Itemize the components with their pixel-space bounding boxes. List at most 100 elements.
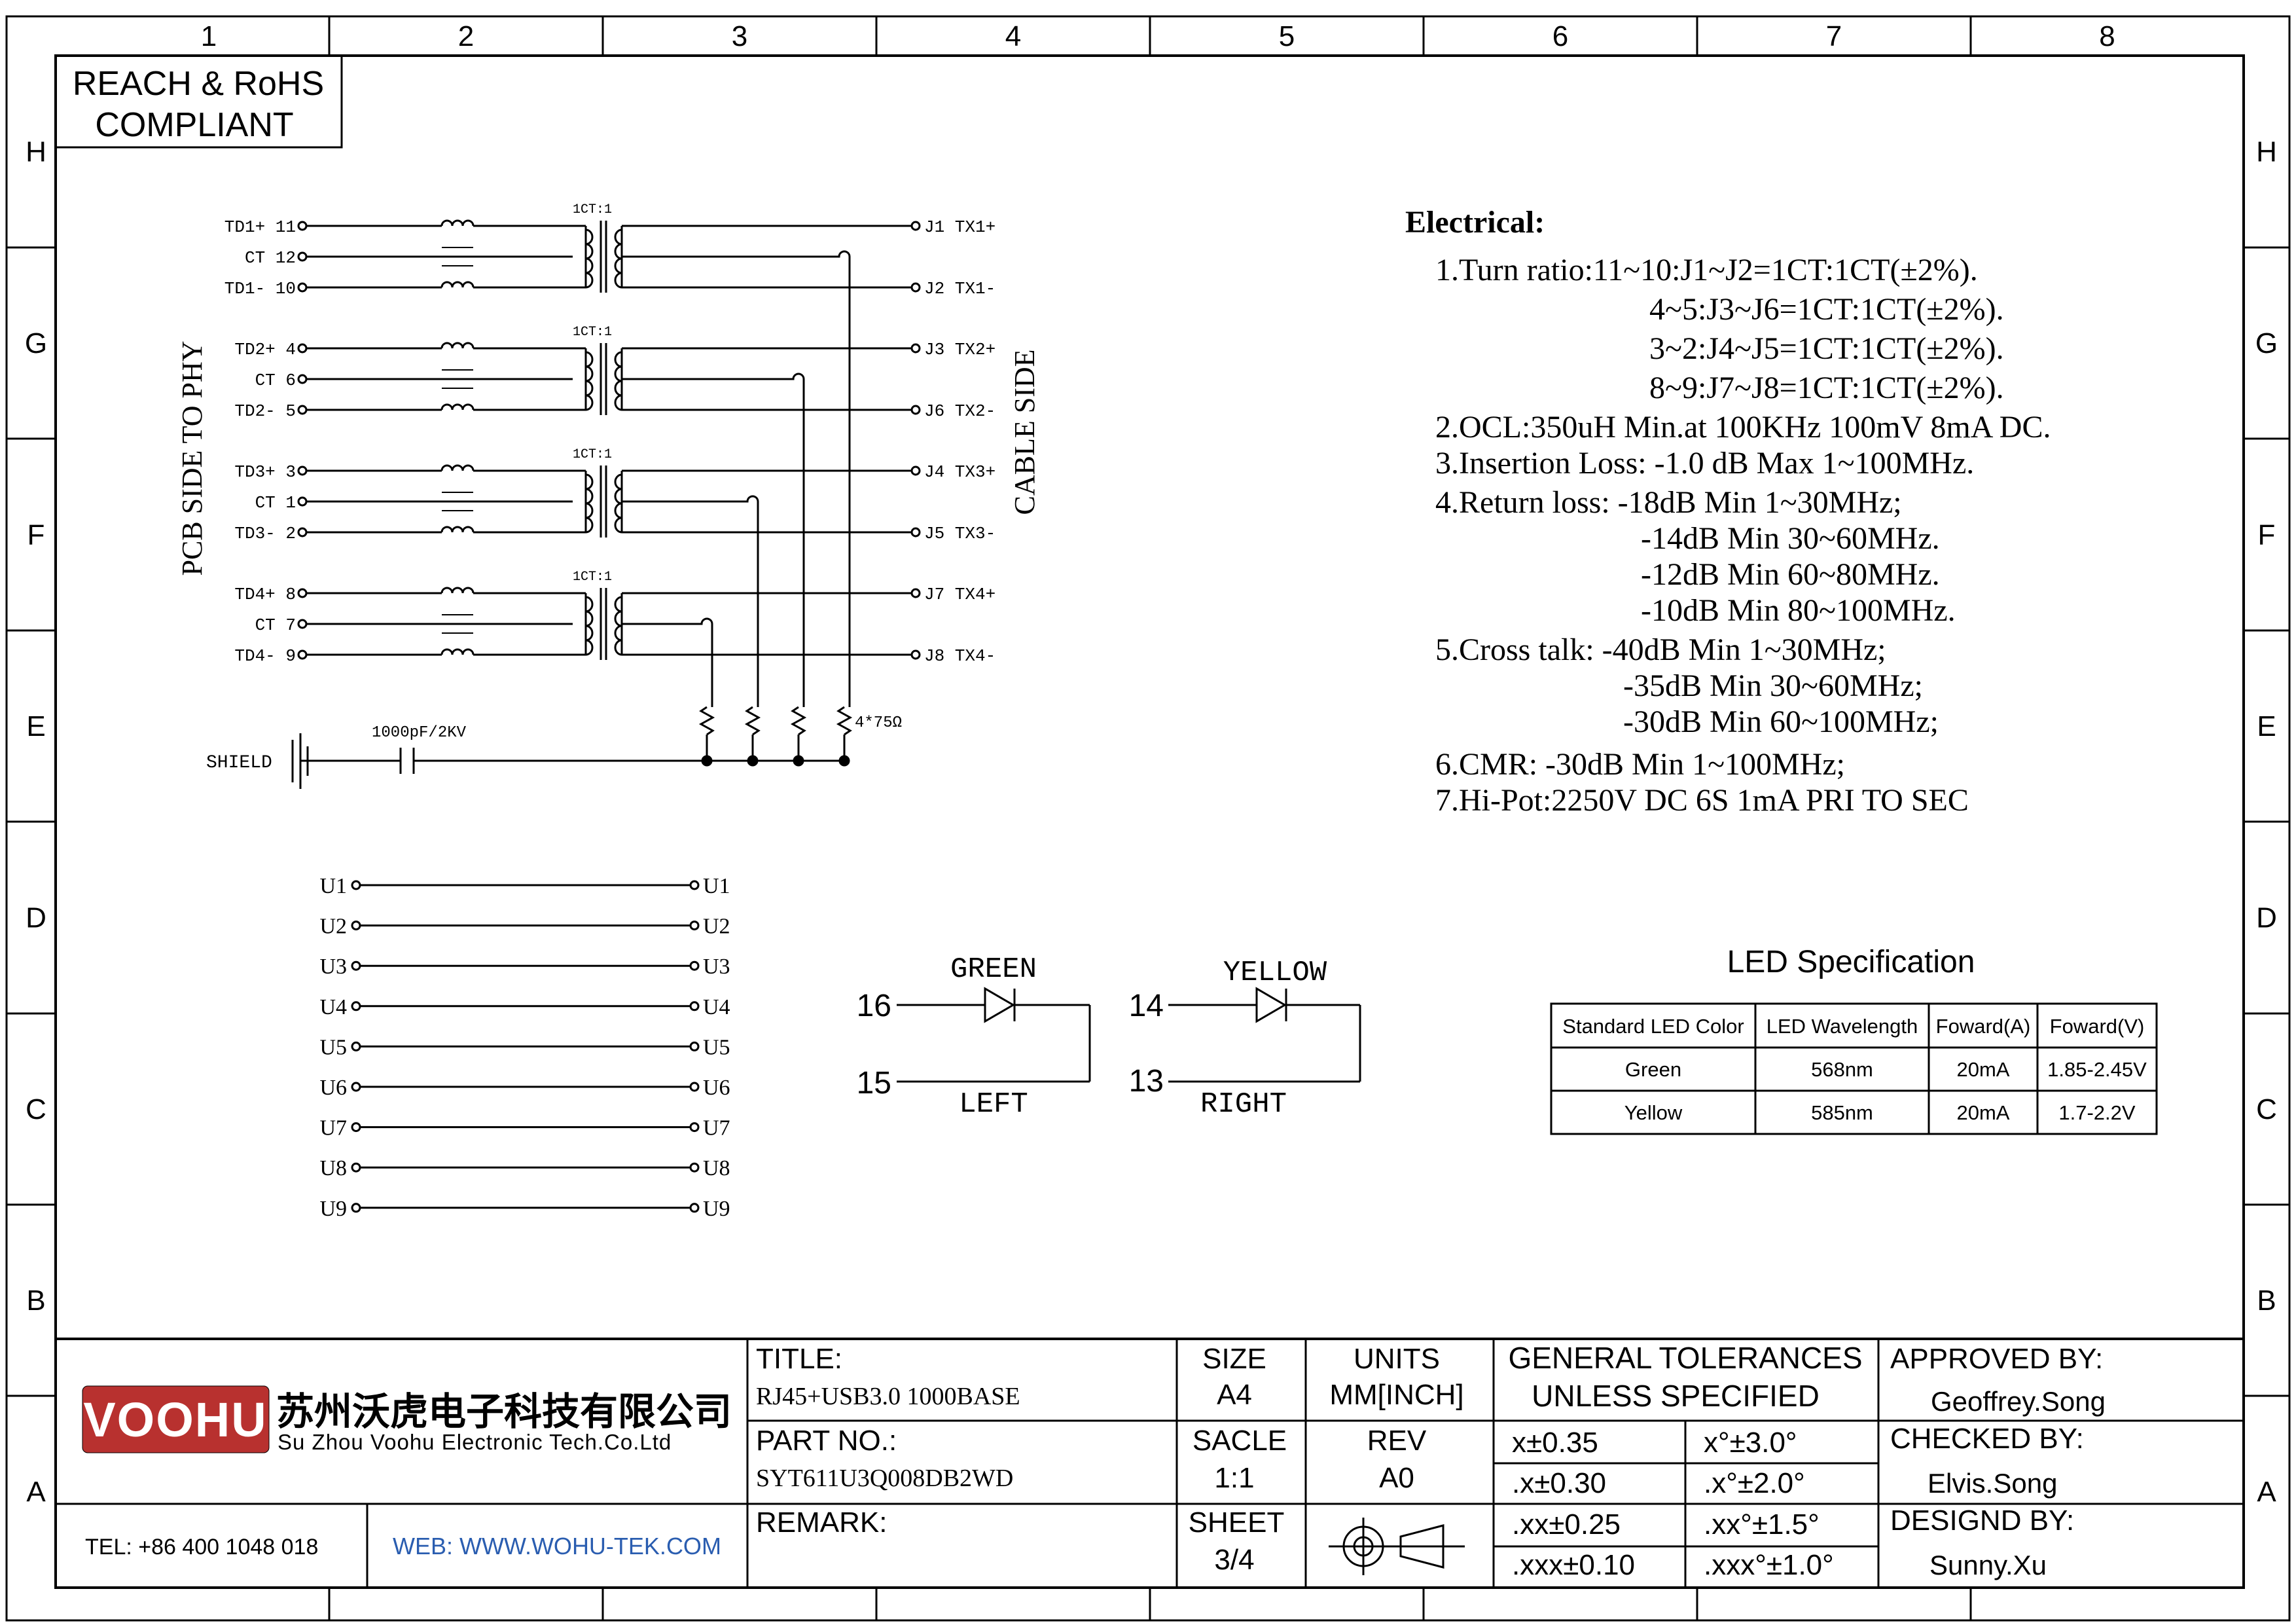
tolerance-linear: .x±0.30 — [1512, 1467, 1606, 1499]
scale-value: 1:1 — [1214, 1462, 1254, 1494]
electrical-spec-line: 8~9:J7~J8=1CT:1CT(±2%). — [1649, 371, 2004, 405]
pin-terminal — [297, 343, 308, 354]
led-table-header: LED Wavelength — [1767, 1015, 1918, 1038]
compliance-box: REACH & RoHS COMPLIANT — [54, 54, 343, 149]
zone-col-top: 1 — [201, 20, 217, 52]
tolerance-linear: x±0.35 — [1512, 1427, 1598, 1459]
tolerance-heading-2: UNLESS SPECIFIED — [1532, 1379, 1820, 1413]
capacitor-label: 1000pF/2KV — [372, 724, 467, 742]
led-spec-table: Standard LED Color LED Wavelength Foward(A… — [1550, 1002, 2158, 1135]
electrical-spec-line: 4.Return loss: -18dB Min 1~30MHz; — [1435, 485, 1902, 520]
rev-value: A0 — [1379, 1462, 1414, 1494]
led-left-pin-a: 16 — [857, 989, 891, 1023]
led-table-cell: 1.85-2.45V — [2047, 1058, 2147, 1081]
electrical-spec-line: 5.Cross talk: -40dB Min 1~30MHz; — [1435, 632, 1886, 667]
zone-row-left: D — [26, 902, 46, 934]
part-label: PART NO.: — [756, 1425, 897, 1457]
units-value: MM[INCH] — [1329, 1379, 1463, 1411]
pin-terminal — [297, 527, 308, 538]
pin-terminal — [910, 527, 921, 538]
pin-terminal — [910, 221, 921, 231]
designed-label: DESIGND BY: — [1890, 1504, 2074, 1537]
zone-col-top: 5 — [1279, 20, 1295, 52]
designed-value: Sunny.Xu — [1929, 1550, 2047, 1580]
approved-label: APPROVED BY: — [1890, 1343, 2103, 1375]
electrical-spec-line: -14dB Min 30~60MHz. — [1641, 521, 1940, 556]
zone-row-left: E — [26, 710, 45, 742]
size-value: A4 — [1217, 1379, 1252, 1411]
cable-pin-label: J2 TX1- — [924, 279, 996, 299]
approved-value: Geoffrey.Song — [1931, 1386, 2106, 1417]
electrical-spec-list: 1.Turn ratio:11~10:J1~J2=1CT:1CT(±2%).4~… — [1435, 253, 2051, 818]
usb-pin-left: U1 — [319, 874, 347, 898]
led-left-position: LEFT — [959, 1088, 1028, 1121]
led-table-cell: 1.7-2.2V — [2058, 1101, 2136, 1124]
zone-col-top: 6 — [1552, 20, 1568, 52]
usb-pin-right: U9 — [703, 1197, 730, 1221]
compliance-line2: COMPLIANT — [95, 106, 293, 144]
turns-ratio-label: 1CT:1 — [573, 447, 612, 462]
usb-pin-left: U6 — [319, 1076, 347, 1100]
cable-side-label: CABLE SIDE — [1009, 350, 1041, 515]
electrical-spec-line: -10dB Min 80~100MHz. — [1641, 593, 1956, 628]
pin-label: TD2- 5 — [234, 401, 296, 421]
sheet-value: 3/4 — [1214, 1544, 1254, 1576]
led-table-cell: 20mA — [1957, 1101, 2010, 1124]
led-table-header: Standard LED Color — [1562, 1015, 1744, 1038]
zone-row-right: E — [2257, 710, 2276, 742]
pin-terminal — [910, 588, 921, 598]
zone-row-right: A — [2257, 1476, 2276, 1508]
sheet-label: SHEET — [1189, 1506, 1285, 1539]
zone-col-top: 4 — [1005, 20, 1021, 52]
zone-row-left: F — [27, 519, 45, 551]
resistor-label: 4*75Ω — [855, 714, 902, 732]
led-table-header: Foward(V) — [2050, 1015, 2145, 1038]
pin-terminal — [297, 405, 308, 415]
pin-terminal — [297, 282, 308, 293]
usb-pin-right: U5 — [703, 1035, 730, 1059]
title-block — [56, 1338, 2244, 1588]
zone-col-top: 7 — [1826, 20, 1842, 52]
led-left-color: GREEN — [950, 953, 1037, 986]
usb-pin-right: U4 — [703, 995, 730, 1019]
led-right-pin-a: 14 — [1129, 989, 1164, 1023]
pcb-side-label: PCB SIDE TO PHY — [176, 340, 208, 575]
led-right-pin-b: 13 — [1129, 1064, 1164, 1099]
shield-circuit — [291, 733, 844, 789]
pin-terminal — [910, 465, 921, 476]
usb-pin-left: U2 — [319, 915, 347, 939]
led-left-pin-b: 15 — [857, 1066, 891, 1101]
pin-label: TD1+ 11 — [224, 217, 296, 237]
tolerance-angular: x°±3.0° — [1704, 1427, 1797, 1459]
led-right-color: YELLOW — [1223, 957, 1327, 989]
led-table-cell: Yellow — [1624, 1101, 1683, 1124]
usb-pin-left: U3 — [319, 955, 347, 979]
pin-label: TD4+ 8 — [234, 585, 296, 604]
tel-text: TEL: +86 400 1048 018 — [85, 1535, 318, 1559]
pin-label: TD3- 2 — [234, 524, 296, 543]
cable-pin-label: J7 TX4+ — [924, 585, 996, 604]
company-cn: 苏州沃虎电子科技有限公司 — [276, 1391, 732, 1433]
title-label: TITLE: — [756, 1343, 842, 1375]
electrical-spec-line: 3~2:J4~J5=1CT:1CT(±2%). — [1649, 331, 2004, 366]
size-label: SIZE — [1202, 1343, 1266, 1375]
led-table-header: Foward(A) — [1936, 1015, 2031, 1038]
compliance-line1: REACH & RoHS — [73, 65, 324, 103]
checked-label: CHECKED BY: — [1890, 1423, 2084, 1455]
led-right-position: RIGHT — [1200, 1088, 1287, 1121]
zone-col-top: 3 — [732, 20, 747, 52]
outer-frame — [5, 15, 2291, 1622]
led-right — [1168, 987, 1361, 1083]
zone-row-right: D — [2256, 902, 2277, 934]
pin-terminal — [910, 282, 921, 293]
company-en: Su Zhou Voohu Electronic Tech.Co.Ltd — [278, 1430, 672, 1454]
rev-label: REV — [1367, 1425, 1427, 1457]
cable-pin-label: J6 TX2- — [924, 401, 996, 421]
usb-pin-right: U1 — [703, 874, 730, 898]
pin-terminal — [297, 649, 308, 660]
pin-terminal — [297, 251, 308, 262]
zone-row-left: A — [26, 1476, 46, 1508]
led-left — [897, 987, 1091, 1083]
